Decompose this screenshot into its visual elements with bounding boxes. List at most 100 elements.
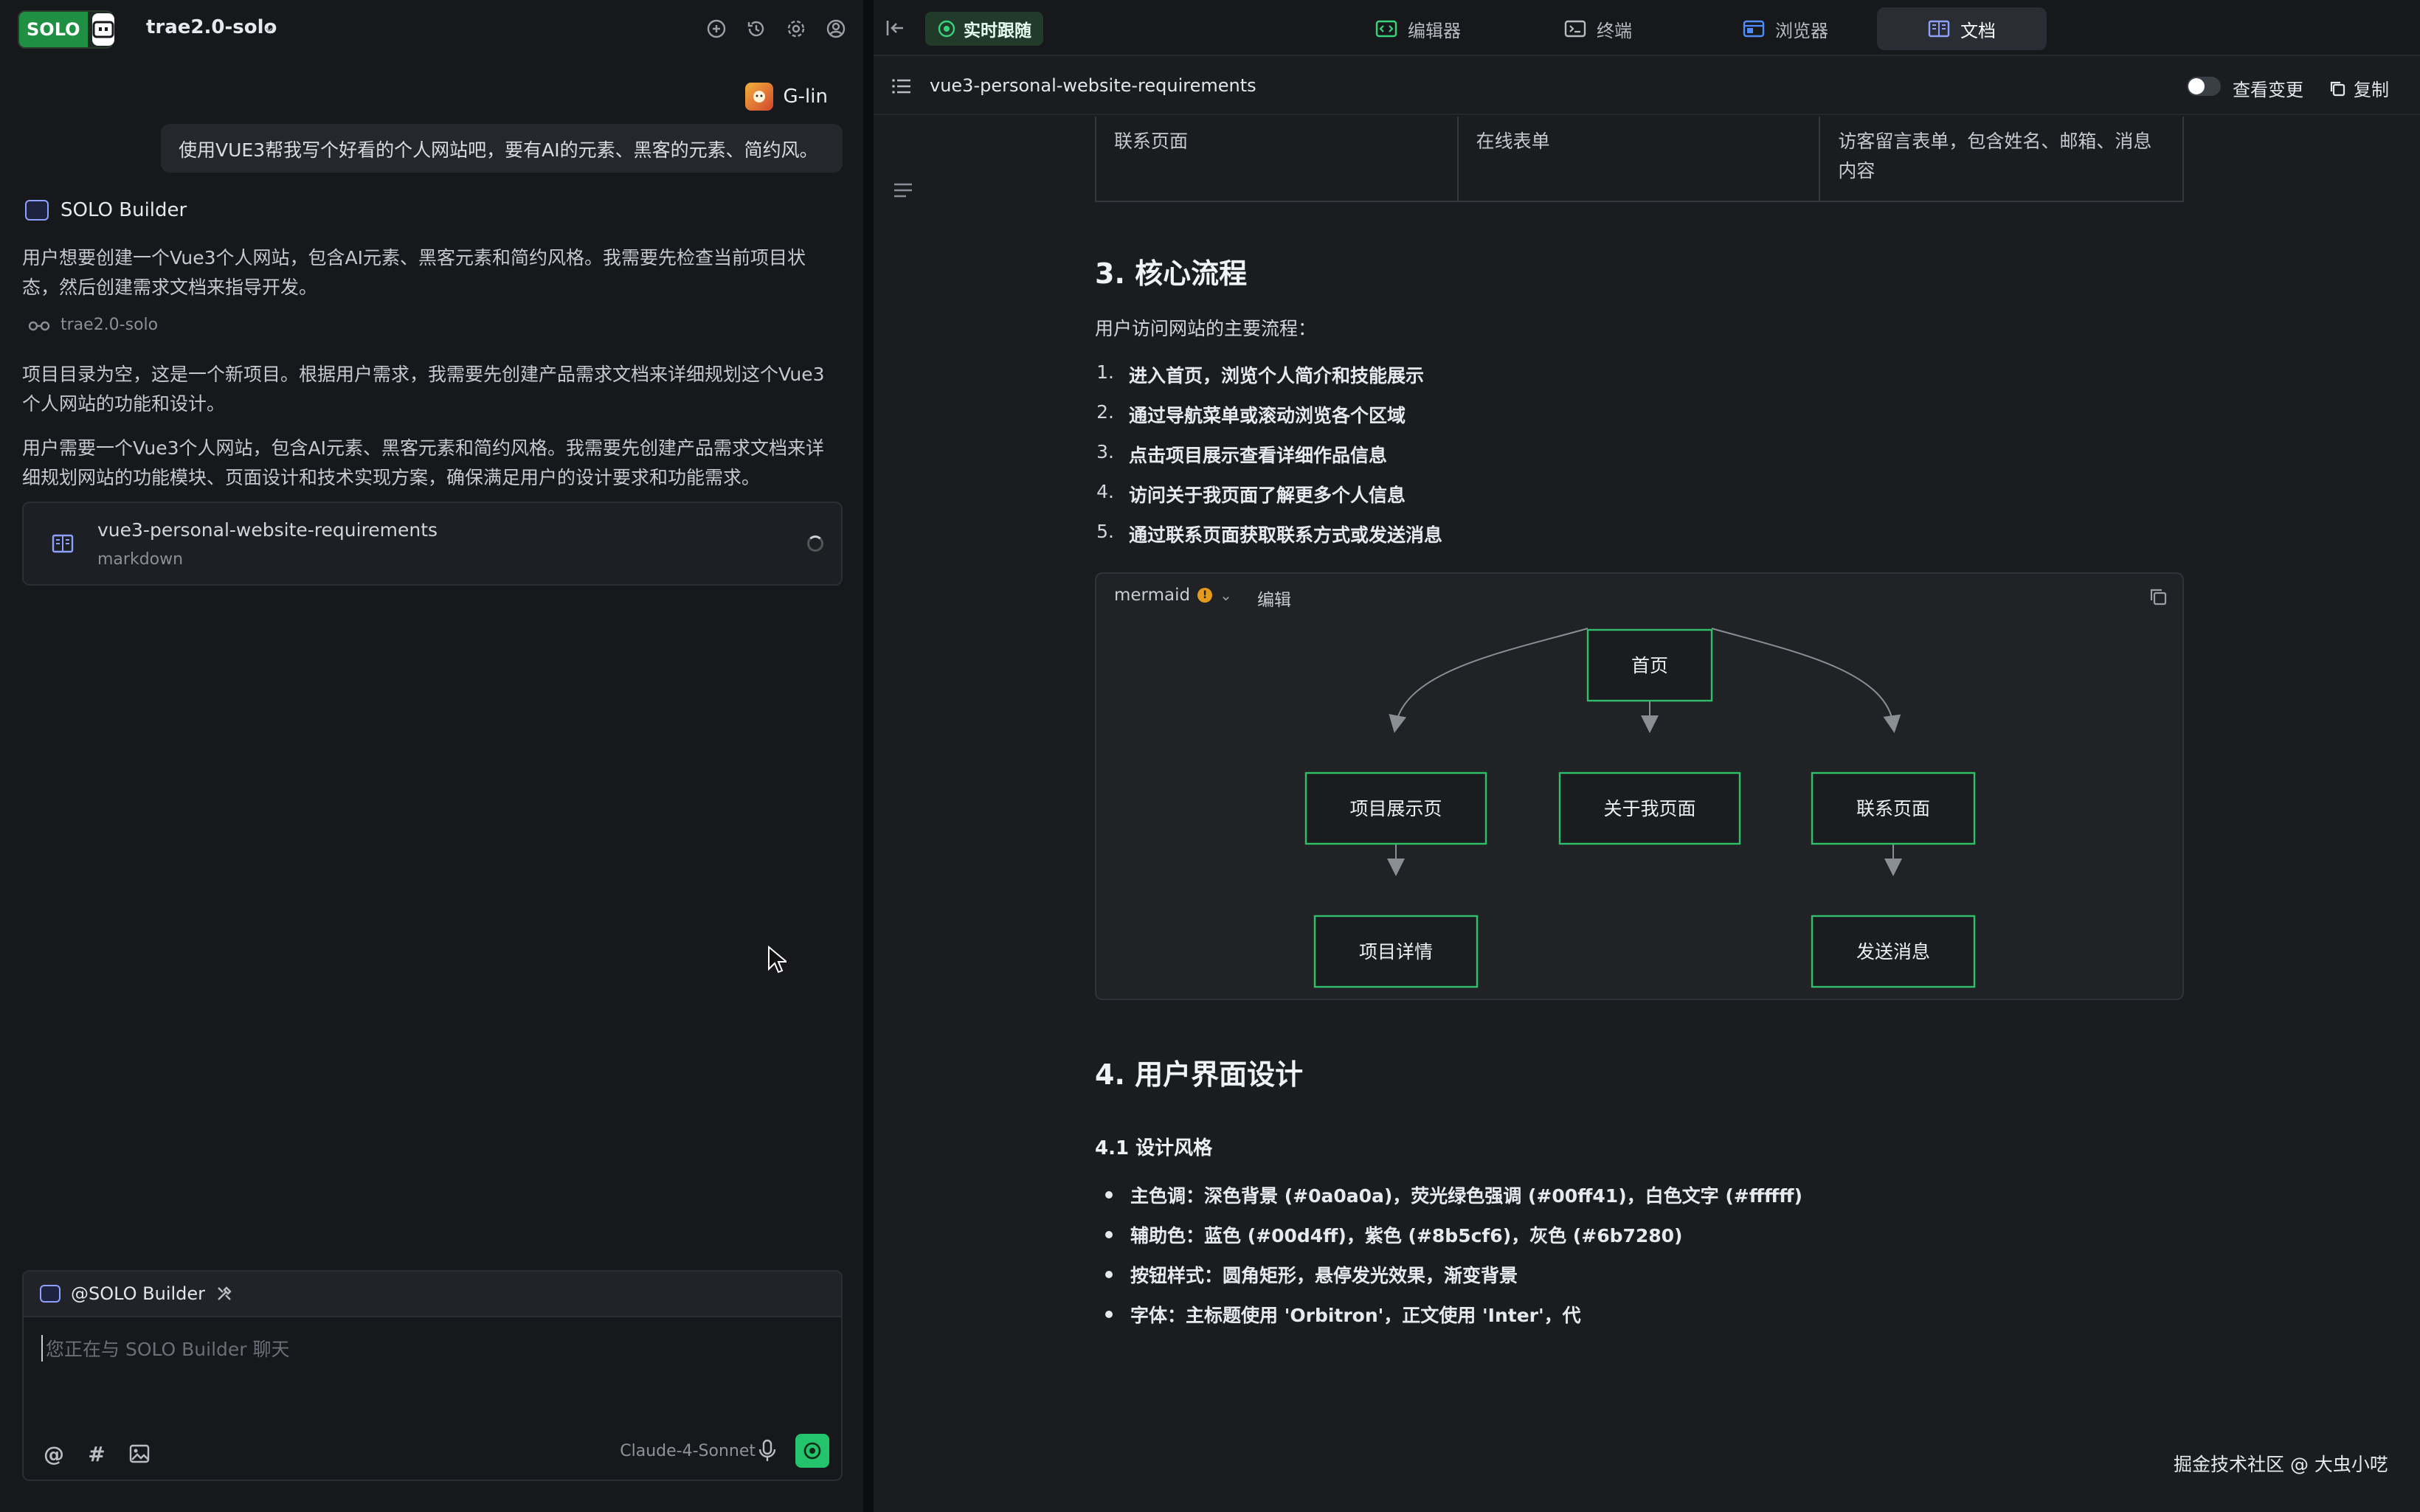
chat-panel: SOLO trae2.0-solo ⌄ G-lin 使用VUE3帮我写个好看的个… [0,0,863,1512]
table-cell: 联系页面 [1096,117,1459,201]
node-projects-label: 项目展示页 [1349,798,1442,819]
edge-home-projects [1389,628,1588,733]
code-icon [1375,20,1397,38]
subsection-heading: 4.1 设计风格 [1095,1137,1213,1159]
bullet [1105,1191,1113,1199]
browser-icon [1743,20,1765,38]
table-cell: 访客留言表单，包含姓名、邮箱、消息内容 [1838,131,2152,181]
list-item-text: 主色调：深色背景 (#0a0a0a)，荧光绿色强调 (#00ff41)，白色文字… [1130,1185,1802,1207]
node-about-label: 关于我页面 [1603,798,1695,819]
view-changes-label[interactable]: 查看变更 [2233,80,2303,100]
live-follow-label: 实时跟随 [964,21,1031,41]
list-item-text: 点击项目展示查看详细作品信息 [1129,445,1388,466]
tab-label: 终端 [1597,20,1632,41]
chevron-down-icon[interactable]: ⌄ [263,18,275,35]
tab-editor[interactable]: 编辑器 [1359,7,1477,50]
send-icon [803,1442,821,1460]
tool-tabbar: 实时跟随 编辑器 终端 浏览器 文档 [874,0,2420,56]
document-title: vue3-personal-website-requirements [930,75,1256,96]
terminal-icon [1564,20,1586,38]
node-detail-box [1313,915,1479,988]
view-changes-toggle[interactable] [2187,77,2221,96]
node-send-label: 发送消息 [1856,941,1930,963]
user-name: G-lin [783,86,828,108]
composer-toolbar: @ # [41,1441,152,1466]
solo-logo[interactable]: SOLO [18,10,114,49]
chat-input[interactable]: 您正在与 SOLO Builder 聊天 [41,1335,290,1362]
solo-robot-icon [91,13,114,46]
context-reference[interactable]: trae2.0-solo [28,316,158,334]
live-follow-icon [938,20,955,38]
copy-label: 复制 [2354,80,2389,100]
document-header: vue3-personal-website-requirements 查看变更 … [874,58,2420,115]
tab-label: 文档 [1960,20,1996,41]
panel-divider[interactable] [863,0,874,1512]
node-home-box [1586,628,1713,702]
bullet [1105,1231,1113,1238]
settings-icon[interactable] [784,16,809,41]
new-chat-icon[interactable] [704,16,729,41]
loading-spinner-icon [807,535,823,552]
list-item: 按钮样式：圆角矩形，悬停发光效果，渐变背景 [1105,1261,1518,1288]
mermaid-block: 首页 项目展示页 关于我页面 联系页面 项目详情 发送消息 mermaid ! … [1095,572,2184,1000]
node-detail-label: 项目详情 [1359,941,1433,963]
composer-agent-bar: @SOLO Builder [24,1272,841,1317]
section-intro: 用户访问网站的主要流程： [1095,318,1317,339]
live-follow-button[interactable]: 实时跟随 [925,12,1043,46]
list-item-text: 进入首页，浏览个人简介和技能展示 [1129,365,1425,386]
chat-composer: @SOLO Builder 您正在与 SOLO Builder 聊天 @ # C… [22,1270,843,1481]
image-icon[interactable] [127,1441,152,1466]
tab-label: 浏览器 [1775,20,1828,41]
assistant-paragraph: 项目目录为空，这是一个新项目。根据用户需求，我需要先创建产品需求文档来详细规划这… [22,364,825,415]
microphone-icon[interactable] [757,1438,778,1463]
copy-icon[interactable] [2148,587,2168,606]
tools-icon[interactable] [215,1285,233,1303]
mermaid-edit-button[interactable]: 编辑 [1257,591,1291,610]
chevron-down-icon: ⌄ [1220,586,1232,604]
table-cell: 在线表单 [1459,117,1821,201]
flowchart-diagram: 首页 项目展示页 关于我页面 联系页面 项目详情 发送消息 [1304,628,1976,988]
list-item: 1.进入首页，浏览个人简介和技能展示 [1096,361,1425,386]
outline-icon[interactable] [893,181,913,199]
send-button[interactable] [795,1434,829,1468]
list-item-text: 辅助色：蓝色 (#00d4ff)，紫色 (#8b5cf6)，灰色 (#6b728… [1130,1225,1683,1246]
tab-document[interactable]: 文档 [1877,7,2047,50]
table-row: 联系页面 在线表单 访客留言表单，包含姓名、邮箱、消息内容 [1095,117,2184,202]
node-home-label: 首页 [1631,655,1668,676]
mermaid-language: mermaid [1114,586,1191,605]
mention-icon[interactable]: @ [44,1441,64,1466]
node-send-box [1811,915,1976,988]
tab-browser[interactable]: 浏览器 [1726,7,1845,50]
edge-home-contact [1711,628,1901,733]
history-icon[interactable] [744,16,769,41]
agent-mention-tag[interactable]: @SOLO Builder [71,1283,206,1304]
mermaid-language-select[interactable]: mermaid ! ⌄ [1114,586,1232,605]
list-item: 5.通过联系页面获取联系方式或发送消息 [1096,521,1443,546]
model-selector[interactable]: Claude-4-Sonnet [620,1442,756,1460]
account-icon[interactable] [823,16,848,41]
mouse-cursor-icon [768,946,786,974]
tab-terminal[interactable]: 终端 [1546,7,1650,50]
glasses-icon [28,321,50,330]
document-card[interactable]: vue3-personal-website-requirements markd… [22,502,843,586]
copy-button[interactable]: 复制 [2329,75,2389,101]
collapse-panel-icon[interactable] [884,16,908,40]
flowchart-nodes [1304,628,1976,988]
hashtag-icon[interactable]: # [88,1441,106,1466]
menu-list-icon[interactable] [891,75,913,97]
list-item: 主色调：深色背景 (#0a0a0a)，荧光绿色强调 (#00ff41)，白色文字… [1105,1182,1802,1208]
builder-name: SOLO Builder [60,199,187,221]
context-label: trae2.0-solo [60,316,159,334]
section-heading: 3. 核心流程 [1095,257,1248,290]
node-projects-box [1304,771,1487,845]
document-card-title: vue3-personal-website-requirements [97,519,438,541]
user-row: G-lin [744,83,828,111]
project-name[interactable]: trae2.0-solo [146,16,277,38]
builder-robot-icon [25,200,49,221]
node-contact-label: 联系页面 [1856,798,1930,819]
document-icon [52,534,74,553]
tab-label: 编辑器 [1408,20,1461,41]
solo-logo-text: SOLO [19,12,88,47]
list-item: 2.通过导航菜单或滚动浏览各个区域 [1096,401,1406,426]
builder-header: SOLO Builder [25,199,187,221]
